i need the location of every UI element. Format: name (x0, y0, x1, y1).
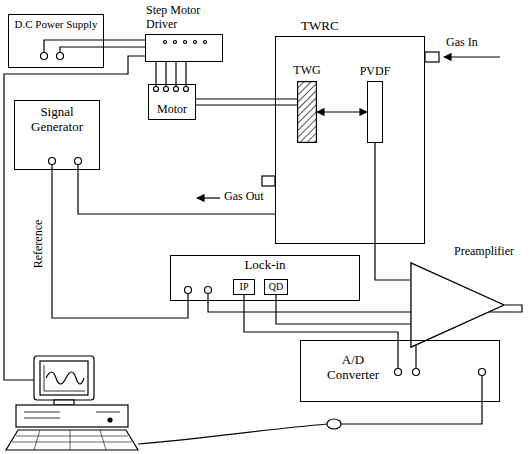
mouse (327, 419, 341, 429)
hatched-plate (298, 82, 317, 143)
connector-wire (196, 99, 297, 105)
node-label: PVDF (360, 65, 391, 79)
motor-box: Motor (148, 84, 196, 120)
terminal-stub (188, 294, 208, 302)
motor-terminal (174, 87, 179, 92)
node-label: Preamplifier (454, 245, 514, 259)
monitor (34, 356, 94, 400)
screen-waveform (46, 372, 84, 384)
node-label: TWRC (301, 19, 339, 34)
motor-terminal (184, 87, 189, 92)
connector-wire (52, 170, 188, 318)
terminal (395, 369, 402, 376)
sensor-film: PVDF (367, 81, 383, 143)
node-label: Motor (157, 103, 187, 119)
control-wire (4, 56, 145, 380)
lock-in-box: Lock-inIP QD (170, 255, 360, 301)
terminal (57, 53, 64, 60)
system-unit (16, 405, 128, 427)
motor-driver-box: Step Motor Driver (145, 34, 223, 62)
node-label: IP (234, 280, 254, 294)
signal-name: Reference (32, 218, 46, 271)
generator-plate: TWG (297, 81, 317, 143)
connector-wire (44, 40, 145, 53)
screen-axes (44, 365, 85, 391)
connector-wire (78, 170, 275, 214)
gas-label: Gas In (446, 36, 478, 50)
terminal (413, 369, 420, 376)
motor-terminal (164, 87, 169, 92)
monitor-stand (54, 400, 74, 405)
gas-out-arrow (197, 197, 220, 198)
node-label: Step Motor Driver (146, 4, 222, 32)
driver-pin (184, 41, 187, 44)
output-port: QD (264, 279, 288, 295)
data-wire (341, 376, 482, 425)
driver-pin (164, 41, 167, 44)
mouse-cable (138, 424, 327, 444)
terminal (41, 53, 48, 60)
driver-pin (204, 41, 207, 44)
node-label: TWG (293, 64, 320, 78)
gas-outlet-tube (262, 176, 275, 186)
terminal (205, 287, 212, 294)
plate-outline (297, 81, 317, 143)
node-label: Lock-in (171, 256, 359, 273)
signal-generator-box: Signal Generator (14, 100, 100, 170)
cell-housing: TWRCTWGPVDF (275, 36, 425, 244)
node-label: D.C Power Supply (9, 15, 103, 34)
power-supply-box: D.C Power Supply (8, 14, 104, 68)
driver-pin (174, 41, 177, 44)
keyboard-keys (12, 430, 132, 450)
connector-wire (317, 111, 367, 112)
motor-terminal (154, 87, 159, 92)
terminal (49, 158, 56, 165)
amplifier-symbol (411, 263, 504, 347)
connector-wire (276, 295, 416, 340)
driver-pin (194, 41, 197, 44)
node-label: A/D Converter (319, 353, 387, 383)
monitor-screen (40, 361, 88, 395)
unit-slots (24, 412, 120, 418)
connector-wire (156, 62, 186, 87)
connector-wire (244, 295, 398, 340)
terminal (75, 158, 82, 165)
gas-label: Gas Out (224, 190, 264, 204)
power-light (108, 418, 112, 422)
gas-inlet-tube (425, 52, 439, 62)
triangle-outline (410, 262, 505, 348)
node-label: QD (265, 280, 287, 294)
connector-wire (375, 143, 410, 280)
node-label: Signal Generator (15, 101, 99, 139)
keyboard (6, 430, 138, 450)
amplifier-triangle: Preamplifier (410, 262, 505, 348)
terminal (185, 287, 192, 294)
gas-in-arrow (444, 56, 500, 57)
terminal (479, 369, 486, 376)
converter-box: A/D Converter (300, 340, 500, 402)
output-port: IP (233, 279, 255, 295)
